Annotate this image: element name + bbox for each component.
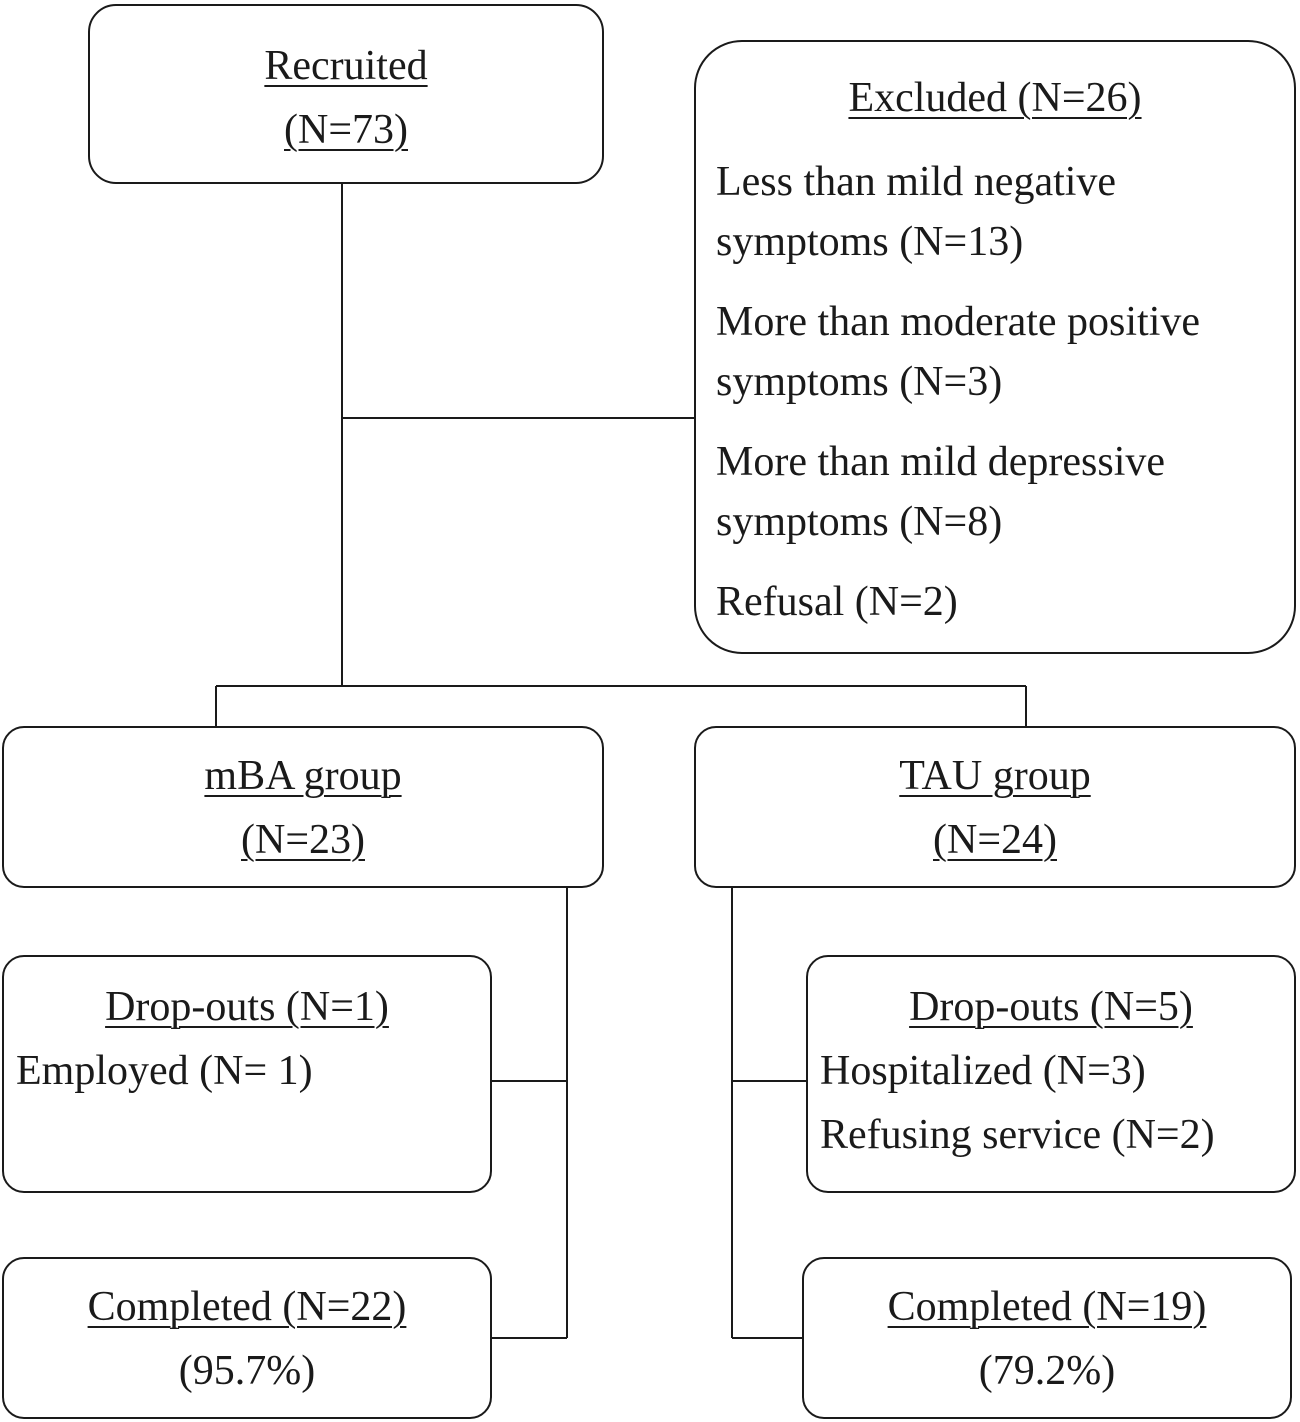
mba-group-count: (N=23) xyxy=(241,817,365,863)
mba-dropout-reason-employed: Employed (N= 1) xyxy=(16,1048,313,1094)
tau-completed-box: Completed (N=19) (79.2%) xyxy=(802,1257,1292,1419)
tau-dropouts-box: Drop-outs (N=5) Hospitalized (N=3) Refus… xyxy=(806,955,1296,1193)
tau-completed-title: Completed (N=19) xyxy=(887,1284,1207,1330)
excluded-title: Excluded (N=26) xyxy=(848,75,1142,121)
mba-dropouts-title: Drop-outs (N=1) xyxy=(105,984,389,1030)
recruited-count: (N=73) xyxy=(284,107,408,153)
tau-group-count: (N=24) xyxy=(933,817,1057,863)
mba-completed-title: Completed (N=22) xyxy=(87,1284,407,1330)
tau-group-box: TAU group (N=24) xyxy=(694,726,1296,888)
excluded-reason-refusal: Refusal (N=2) xyxy=(716,579,958,625)
tau-dropouts-title: Drop-outs (N=5) xyxy=(909,984,1193,1030)
excluded-reason-depressive-symptoms: More than mild depressive symptoms (N=8) xyxy=(716,439,1166,545)
tau-completed-percent: (79.2%) xyxy=(978,1348,1116,1394)
tau-group-title: TAU group xyxy=(899,753,1091,799)
excluded-reason-positive-symptoms: More than moderate positive symptoms (N=… xyxy=(716,299,1201,405)
excluded-reason-negative-symptoms: Less than mild negative symptoms (N=13) xyxy=(716,159,1117,265)
recruited-box: Recruited (N=73) xyxy=(88,4,604,184)
tau-dropout-reason-hospitalized: Hospitalized (N=3) xyxy=(820,1048,1146,1094)
tau-dropout-reason-refusing-service: Refusing service (N=2) xyxy=(820,1112,1215,1158)
excluded-box: Excluded (N=26) Less than mild negative … xyxy=(694,40,1296,654)
mba-group-box: mBA group (N=23) xyxy=(2,726,604,888)
recruited-title: Recruited xyxy=(264,43,428,89)
mba-dropouts-box: Drop-outs (N=1) Employed (N= 1) xyxy=(2,955,492,1193)
mba-completed-box: Completed (N=22) (95.7%) xyxy=(2,1257,492,1419)
mba-group-title: mBA group xyxy=(204,753,402,799)
mba-completed-percent: (95.7%) xyxy=(178,1348,316,1394)
excluded-reasons-list: Less than mild negative symptoms (N=13) … xyxy=(696,152,1294,632)
